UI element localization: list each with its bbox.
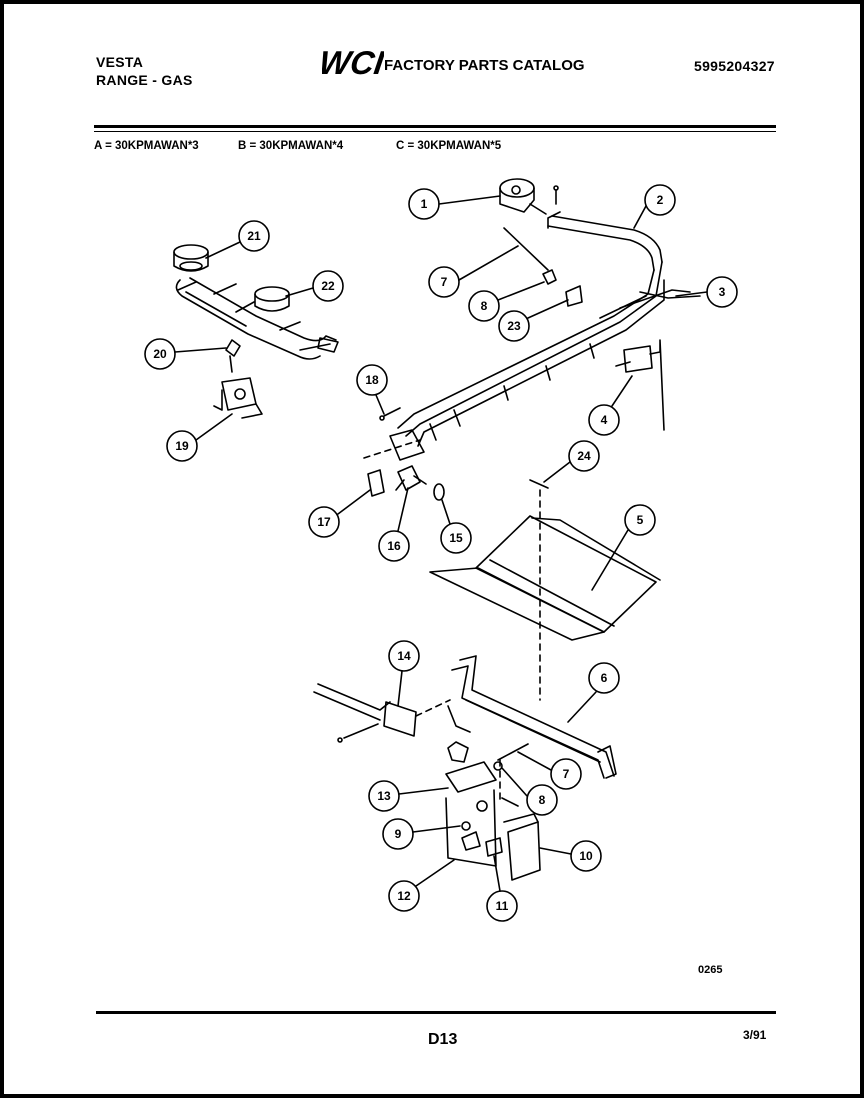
callout-16-label: 16 <box>387 539 401 553</box>
svg-text:WCI: WCI <box>322 45 384 78</box>
callout-20: 20 <box>144 338 227 370</box>
callout-20-label: 20 <box>153 347 167 361</box>
callout-19-label: 19 <box>175 439 189 453</box>
callout-3-label: 3 <box>719 285 726 299</box>
callout-15: 15 <box>440 499 472 554</box>
callout-6-label: 6 <box>601 671 608 685</box>
page-number: D13 <box>428 1031 458 1048</box>
callout-10: 10 <box>539 840 602 872</box>
callout-22: 22 <box>285 270 344 302</box>
header-rule-thin <box>94 131 776 132</box>
callout-7-lower-label: 7 <box>563 767 570 781</box>
callout-21-label: 21 <box>247 229 261 243</box>
burner-support-bracket <box>213 377 263 419</box>
broiler-heat-shield <box>429 479 661 641</box>
header-rule <box>94 125 776 128</box>
wci-logo: WCI <box>322 45 384 78</box>
left-burner-assembly <box>173 244 339 360</box>
callout-8-upper: 8 <box>468 281 545 322</box>
callout-9-label: 9 <box>395 827 402 841</box>
callout-14-label: 14 <box>397 649 411 663</box>
callout-12: 12 <box>388 859 455 912</box>
brand-name: VESTA <box>96 54 144 70</box>
callout-11: 11 <box>486 855 518 922</box>
oven-safety-valve <box>313 683 417 743</box>
callout-18: 18 <box>356 364 388 415</box>
model-b: B = 30KPMAWAN*4 <box>238 140 344 152</box>
valve-detail-items <box>367 407 445 501</box>
callout-4: 4 <box>588 375 633 436</box>
callout-17-label: 17 <box>317 515 331 529</box>
callout-19: 19 <box>166 413 233 462</box>
callout-2-label: 2 <box>657 193 664 207</box>
callout-1: 1 <box>408 188 501 220</box>
callout-9: 9 <box>382 818 461 850</box>
callout-5-label: 5 <box>637 513 644 527</box>
callout-8-lower-label: 8 <box>539 793 546 807</box>
callout-15-label: 15 <box>449 531 463 545</box>
spark-electrode <box>503 185 583 307</box>
callout-24: 24 <box>543 440 600 483</box>
callout-1-label: 1 <box>421 197 428 211</box>
callout-7-upper: 7 <box>428 245 519 298</box>
callout-22-label: 22 <box>321 279 335 293</box>
callout-4-label: 4 <box>601 413 608 427</box>
burner-valve-1 <box>499 178 547 215</box>
callout-7-upper-label: 7 <box>441 275 448 289</box>
callout-21: 21 <box>205 220 270 259</box>
callout-10-label: 10 <box>579 849 593 863</box>
callout-14: 14 <box>388 640 420 707</box>
model-c: C = 30KPMAWAN*5 <box>396 140 502 152</box>
callout-23-label: 23 <box>507 319 521 333</box>
oven-burner-pipe <box>447 655 617 779</box>
model-a: A = 30KPMAWAN*3 <box>94 140 199 152</box>
callout-3: 3 <box>675 276 738 308</box>
igniter-assembly <box>445 741 541 881</box>
callout-5: 5 <box>591 504 656 591</box>
callout-24-label: 24 <box>577 449 591 463</box>
callout-18-label: 18 <box>365 373 379 387</box>
thermostat-control <box>615 339 665 431</box>
callout-13-label: 13 <box>377 789 391 803</box>
callout-13: 13 <box>368 780 449 812</box>
callout-11-label: 11 <box>496 899 509 913</box>
figure-number: 0265 <box>698 964 723 976</box>
burner-valve-bracket <box>225 339 241 373</box>
revision-date: 3/91 <box>743 1028 767 1042</box>
callout-23: 23 <box>498 299 569 342</box>
footer-rule <box>96 1011 776 1014</box>
callout-17: 17 <box>308 489 371 538</box>
callout-8-upper-label: 8 <box>481 299 488 313</box>
callout-2: 2 <box>633 184 676 229</box>
callout-12-label: 12 <box>397 889 411 903</box>
main-manifold-pipe <box>389 211 701 461</box>
callout-6: 6 <box>567 662 620 723</box>
callout-16: 16 <box>378 487 410 562</box>
callout-8-lower: 8 <box>501 767 558 816</box>
assembly-guide-lines <box>363 439 541 801</box>
callout-7-lower: 7 <box>517 751 582 790</box>
catalog-number: 5995204327 <box>694 58 775 74</box>
catalog-title: FACTORY PARTS CATALOG <box>384 57 585 74</box>
product-type: RANGE - GAS <box>96 72 193 88</box>
